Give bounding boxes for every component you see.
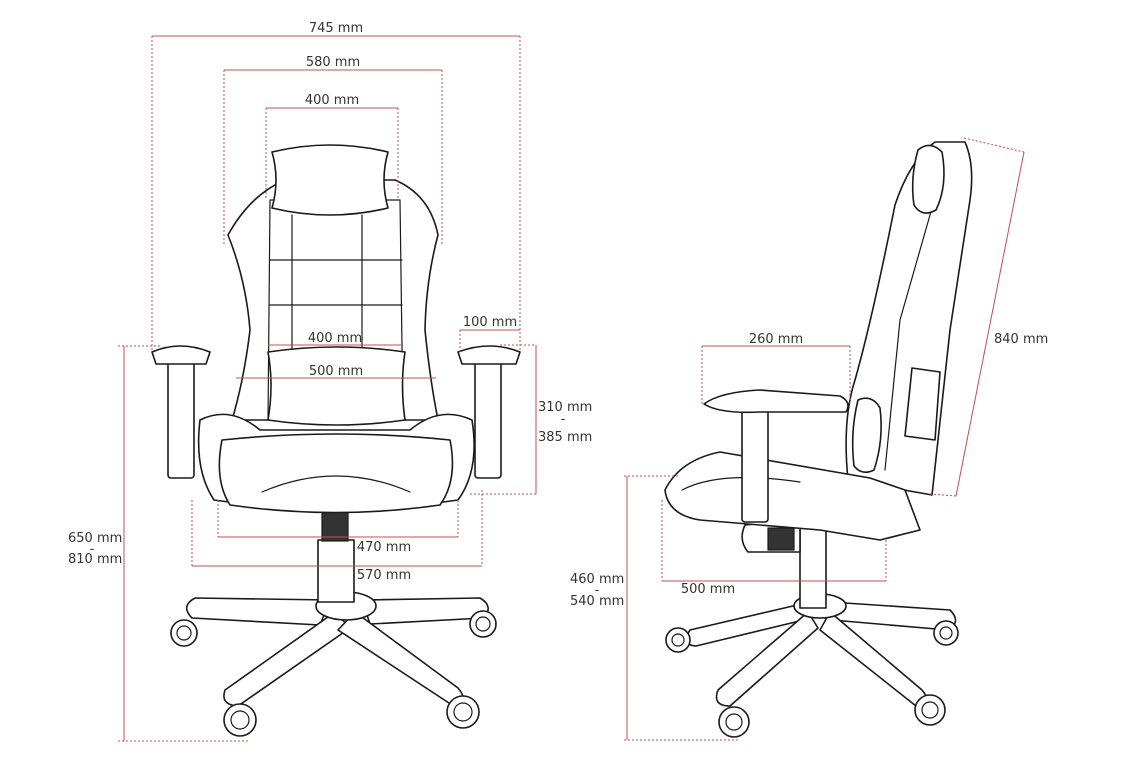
label-armrest-width: 100 mm xyxy=(463,315,517,330)
label-armrest-height-min: 310 mm xyxy=(538,400,592,415)
front-armrest-pad-right xyxy=(457,345,521,365)
label-seat-depth: 500 mm xyxy=(681,582,735,597)
front-base-leg-right xyxy=(361,597,489,625)
side-tilt-knob xyxy=(767,527,795,551)
label-armrest-depth: 260 mm xyxy=(749,332,803,347)
front-base-leg-left xyxy=(185,597,331,626)
front-seat-cushion xyxy=(218,433,454,514)
front-dimension-lines xyxy=(118,35,537,742)
side-base-leg-left xyxy=(715,611,819,707)
label-total-height-max: 810 mm xyxy=(68,552,122,567)
label-lumbar-width: 400 mm xyxy=(308,331,362,346)
side-recline-lever-panel xyxy=(904,367,941,441)
side-gas-cylinder xyxy=(799,519,827,609)
label-total-height-min: 650 mm xyxy=(68,531,122,546)
front-dimension-labels: 745 mm 580 mm 400 mm 100 mm 400 mm 500 m… xyxy=(68,21,592,583)
label-seat-height-max: 540 mm xyxy=(570,594,624,609)
label-seat-height-sep: - xyxy=(595,583,600,598)
label-seat-width: 470 mm xyxy=(357,540,411,555)
label-armrest-height-max: 385 mm xyxy=(538,430,592,445)
front-armrest-post-right xyxy=(474,359,502,479)
label-overall-width: 745 mm xyxy=(309,21,363,36)
front-view-chair xyxy=(151,144,521,737)
label-total-height-sep: - xyxy=(90,542,95,557)
side-seat xyxy=(664,451,921,541)
front-seat-contour xyxy=(261,475,411,493)
front-armrest-post-left xyxy=(167,359,195,479)
side-dimension-labels: 260 mm 840 mm 460 mm - 540 mm 500 mm xyxy=(570,332,1048,609)
side-dimension-lines xyxy=(624,137,1025,741)
side-armrest-pad xyxy=(703,389,849,414)
front-headrest-pillow xyxy=(271,144,389,216)
side-seat-edge xyxy=(681,476,801,491)
front-base-leg-front-right xyxy=(337,611,464,706)
side-view-chair xyxy=(664,141,973,738)
label-armrest-height-sep: - xyxy=(561,412,566,427)
side-headrest-pillow xyxy=(911,144,945,214)
front-gas-cylinder xyxy=(317,539,355,603)
label-inner-width: 500 mm xyxy=(309,364,363,379)
front-caster-wheels xyxy=(170,610,497,737)
label-backrest-height: 840 mm xyxy=(994,332,1048,347)
label-seat-height-min: 460 mm xyxy=(570,572,624,587)
side-armrest-post xyxy=(741,409,769,523)
side-lumbar-pillow xyxy=(851,397,882,474)
label-backrest-width: 580 mm xyxy=(306,55,360,70)
label-headrest-width: 400 mm xyxy=(305,93,359,108)
label-seat-base-width: 570 mm xyxy=(357,568,411,583)
front-lumbar-pillow xyxy=(267,346,406,426)
front-base-leg-front-left xyxy=(223,611,351,707)
front-armrest-pad-left xyxy=(151,345,211,365)
side-caster-wheels xyxy=(665,620,959,738)
